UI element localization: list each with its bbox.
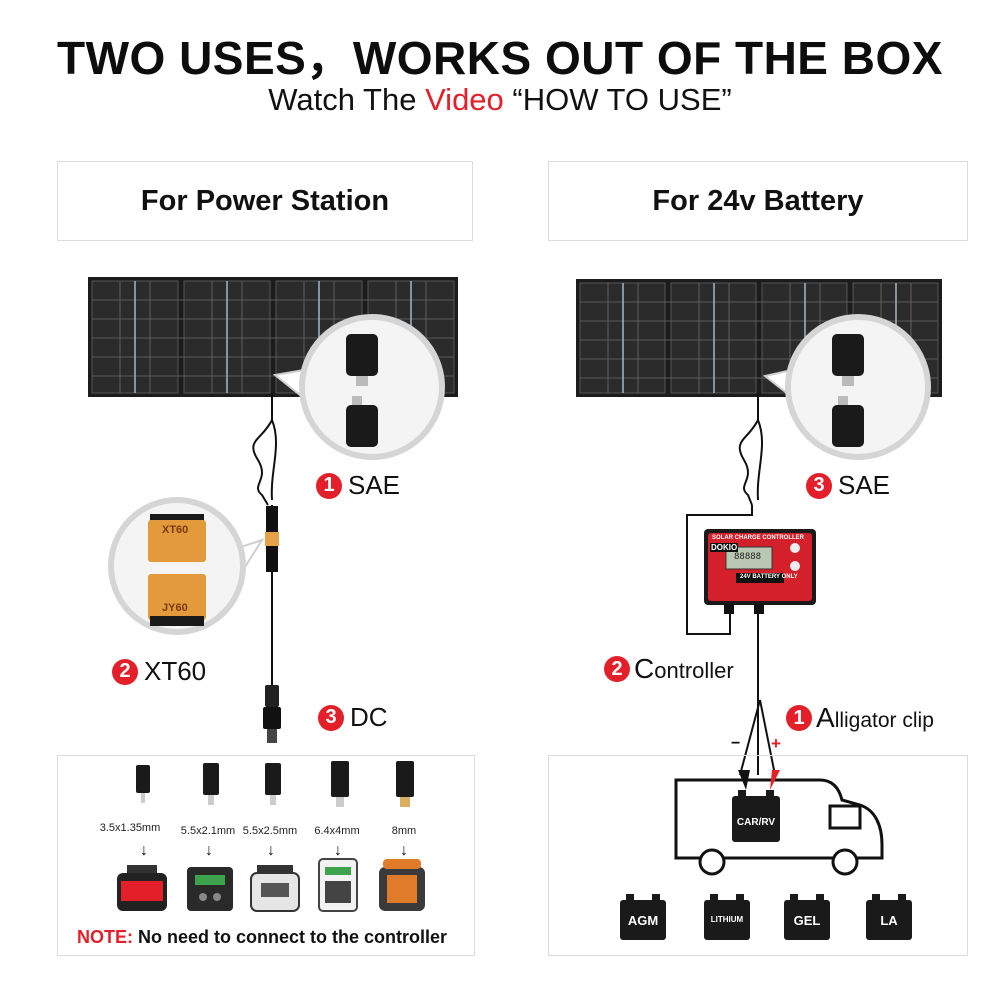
down-arrow-icon: ↓: [205, 842, 213, 859]
right-step-controller: 2 Controller: [604, 653, 734, 685]
alligator-clip-positive-icon: [770, 770, 780, 790]
right-sae-zoom-bubble: [762, 314, 931, 460]
power-station-icon: [187, 867, 233, 911]
plug-size-label-5: 8mm: [391, 825, 417, 837]
controller-display: 88888: [734, 552, 762, 562]
down-arrow-icon: ↓: [334, 842, 342, 859]
battery-type-gel: GEL: [793, 913, 821, 928]
solar-charge-controller: [704, 529, 816, 614]
step-label: XT60: [144, 656, 207, 686]
controller-title: SOLAR CHARGE CONTROLLER: [712, 535, 804, 541]
minus-terminal-label: −: [731, 735, 741, 752]
battery-type-icons: [620, 894, 912, 940]
xt60-inline-connector-orange: [265, 532, 279, 546]
plug-size-label: 3.5x1.35mm: [99, 822, 161, 834]
right-cable: [686, 393, 776, 776]
step-label: DC: [350, 702, 388, 732]
xt60-bottom-label: JY60: [162, 602, 188, 614]
step-number-badge: 3: [318, 704, 344, 731]
step-label-rest: ontroller: [654, 658, 734, 683]
step-number-badge: 1: [316, 472, 342, 499]
page-subtitle: Watch The Video “HOW TO USE”: [0, 82, 1000, 118]
subtitle-video-link[interactable]: Video: [425, 82, 504, 117]
rv-battery-label: CAR/RV: [736, 817, 776, 828]
alligator-clip-negative-icon: [738, 770, 750, 790]
dc-plug-size-labels: 3.5x1.35mm: [97, 822, 163, 834]
step-label-initial: A: [816, 702, 835, 733]
controller-brand: DOKIO: [710, 543, 739, 552]
xt60-zoom-bubble: [108, 497, 265, 635]
subtitle-suffix: “HOW TO USE”: [503, 82, 732, 117]
controller-badge: 24V BATTERY ONLY: [740, 574, 798, 580]
left-step-xt60: 2 XT60: [112, 656, 206, 687]
battery-type-lithium: LITHIUM: [710, 915, 744, 924]
down-arrow-icon: ↓: [267, 842, 275, 859]
step-label-rest: lligator clip: [834, 709, 934, 732]
left-step-sae: 1 SAE: [316, 470, 400, 501]
left-step-dc: 3 DC: [318, 702, 388, 733]
left-section-heading: For Power Station: [57, 161, 473, 241]
page-title: TWO USES，WORKS OUT OF THE BOX: [57, 32, 943, 84]
step-label-initial: C: [634, 653, 655, 684]
battery-type-la: LA: [880, 913, 898, 928]
power-station-icon: [318, 858, 358, 912]
step-label: SAE: [838, 470, 891, 500]
battery-type-agm: AGM: [627, 913, 659, 928]
subtitle-prefix: Watch The: [268, 82, 426, 117]
step-number-badge: 2: [112, 658, 138, 685]
step-number-badge: 3: [806, 472, 832, 499]
power-station-icon: [117, 865, 167, 911]
down-arrow-icon: ↓: [400, 842, 408, 859]
step-number-badge: 1: [786, 705, 812, 731]
right-battery-box: [548, 755, 968, 956]
xt60-inline-connector-top: [266, 506, 278, 532]
xt60-inline-connector-bottom: [266, 546, 278, 572]
dc-plug-icon: [396, 761, 414, 807]
plug-size-label-3: 5.5x2.5mm: [242, 825, 298, 837]
left-heading-text: For Power Station: [140, 184, 390, 217]
dc-plug-icon: [136, 765, 150, 803]
plus-terminal-label: +: [771, 734, 781, 753]
note-prefix: NOTE:: [77, 927, 133, 947]
right-heading-text: For 24v Battery: [652, 184, 864, 217]
step-label: SAE: [348, 470, 401, 500]
plug-size-label-2: 5.5x2.1mm: [180, 825, 236, 837]
down-arrow-icon: ↓: [140, 842, 148, 859]
dc-plug-icon: [331, 761, 349, 807]
right-section-heading: For 24v Battery: [548, 161, 968, 241]
dc-plug-icon: [265, 763, 281, 805]
right-step-sae: 3 SAE: [806, 470, 890, 501]
power-station-icon: [379, 859, 425, 911]
left-note: NOTE: No need to connect to the controll…: [77, 927, 447, 948]
dc-plug: [263, 685, 281, 743]
step-number-badge: 2: [604, 656, 630, 682]
power-station-icon: [250, 865, 300, 912]
dc-plug-icon: [203, 763, 219, 805]
note-text: No need to connect to the controller: [133, 927, 448, 947]
left-sae-zoom-bubble: [272, 314, 445, 460]
dc-plug-icons: [117, 761, 425, 912]
right-step-alligator: 1 Alligator clip: [786, 702, 934, 734]
plug-size-label-4: 6.4x4mm: [314, 825, 360, 837]
rv-battery-icon: [732, 790, 780, 842]
xt60-top-label: XT60: [162, 524, 189, 536]
